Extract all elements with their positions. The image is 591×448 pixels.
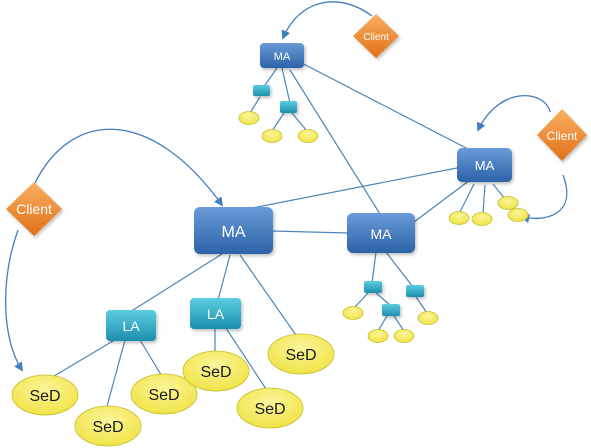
ma-mid-node[interactable]: MA	[347, 213, 415, 253]
small-sed-node	[393, 329, 415, 343]
small-la-nodes	[253, 85, 424, 316]
la-left-node[interactable]: LA	[106, 310, 156, 341]
edge-ma-mid-la-small-3	[371, 251, 377, 284]
edge-ma-main-la-left	[129, 253, 223, 313]
edge-ma-right-sed-j	[492, 183, 506, 200]
edge-la-small-3-la-small-5	[375, 292, 391, 306]
ma-main-node[interactable]: MA	[194, 207, 273, 254]
edge-ma-main-ma-right	[251, 166, 463, 209]
edge-la-small-5-sed-g	[393, 315, 405, 332]
edge-la-left-sed-3	[139, 339, 164, 379]
sed-1-label: SeD	[29, 388, 60, 405]
edge-la-small-5-sed-f	[377, 315, 388, 332]
small-sed-node	[342, 306, 364, 320]
edge-la-left-sed-1	[43, 337, 119, 383]
arrow-client-top-to-ma-top	[281, 1, 373, 40]
small-sed-node	[297, 129, 319, 143]
small-la-node	[406, 285, 424, 297]
sed-5-label: SeD	[285, 347, 316, 364]
small-sed-node	[448, 211, 470, 225]
small-la-node	[280, 101, 297, 113]
edge-la-small-2-sed-c	[291, 112, 308, 132]
client-top-node[interactable]: Client	[353, 14, 399, 58]
edge-la-small-4-sed-e	[415, 296, 428, 314]
sed-1-node[interactable]: SeD	[11, 374, 79, 416]
small-la-node	[364, 281, 382, 293]
edge-ma-top-la-small-2	[281, 67, 291, 104]
arrow-client-left-to-ma-main	[33, 128, 224, 207]
small-sed-nodes	[238, 111, 529, 343]
edge-ma-main-sed-5	[239, 254, 299, 339]
small-sed-node	[238, 111, 260, 125]
client-right-node[interactable]: Client	[537, 109, 587, 161]
small-sed-node	[417, 311, 439, 325]
arrow-client-left-to-sed-1	[5, 229, 24, 372]
small-sed-node	[497, 196, 519, 210]
edges	[43, 57, 506, 411]
edge-ma-mid-la-small-4	[385, 251, 414, 288]
client-left-label: Client	[16, 201, 52, 217]
client-arrows	[5, 1, 568, 372]
client-left-node[interactable]: Client	[6, 182, 62, 236]
ma-main-label: MA	[222, 224, 246, 241]
sed-6-node[interactable]: SeD	[236, 387, 304, 429]
small-sed-node	[471, 212, 493, 226]
sed-6-label: SeD	[254, 401, 285, 418]
edge-ma-right-sed-h	[459, 183, 475, 213]
client-right-label: Client	[547, 129, 578, 143]
edge-ma-main-la-center	[217, 254, 231, 301]
sed-5-node[interactable]: SeD	[267, 333, 335, 375]
edge-ma-top-la-small-1	[262, 67, 278, 89]
edge-ma-right-sed-i	[482, 184, 486, 214]
small-la-node	[382, 304, 400, 316]
small-la-node	[253, 85, 270, 96]
sed-3-node[interactable]: SeD	[130, 373, 198, 415]
arrow-client-right-to-ma-right	[477, 94, 551, 132]
edge-la-small-2-sed-b	[271, 112, 285, 132]
edge-la-center-sed-6	[225, 327, 269, 393]
edge-ma-main-ma-mid	[271, 230, 349, 234]
ma-right-label: MA	[475, 158, 495, 173]
ma-top-label: MA	[274, 51, 291, 63]
ma-right-node[interactable]: MA	[457, 148, 512, 182]
la-center-label: LA	[207, 306, 225, 322]
edge-la-small-1-sed-a	[249, 96, 261, 114]
ma-mid-label: MA	[371, 226, 393, 242]
small-sed-node	[507, 208, 529, 222]
sed-2-label: SeD	[92, 419, 123, 436]
la-left-label: LA	[122, 318, 140, 334]
sed-3-label: SeD	[148, 387, 179, 404]
edge-ma-mid-ma-right	[413, 179, 471, 223]
edge-la-small-3-sed-d	[353, 292, 369, 309]
small-sed-node	[367, 329, 389, 343]
edge-ma-top-ma-right	[291, 57, 471, 151]
sed-2-node[interactable]: SeD	[74, 405, 142, 447]
client-top-label: Client	[363, 32, 389, 43]
small-sed-node	[261, 129, 283, 143]
sed-4-label: SeD	[200, 364, 231, 381]
edge-ma-top-ma-mid	[289, 69, 381, 215]
arrow-client-right-to-sed-j	[520, 174, 568, 223]
sed-4-node[interactable]: SeD	[182, 350, 250, 392]
edge-la-left-sed-2	[105, 339, 126, 411]
la-center-node[interactable]: LA	[190, 298, 241, 329]
ma-top-node[interactable]: MA	[260, 43, 304, 68]
